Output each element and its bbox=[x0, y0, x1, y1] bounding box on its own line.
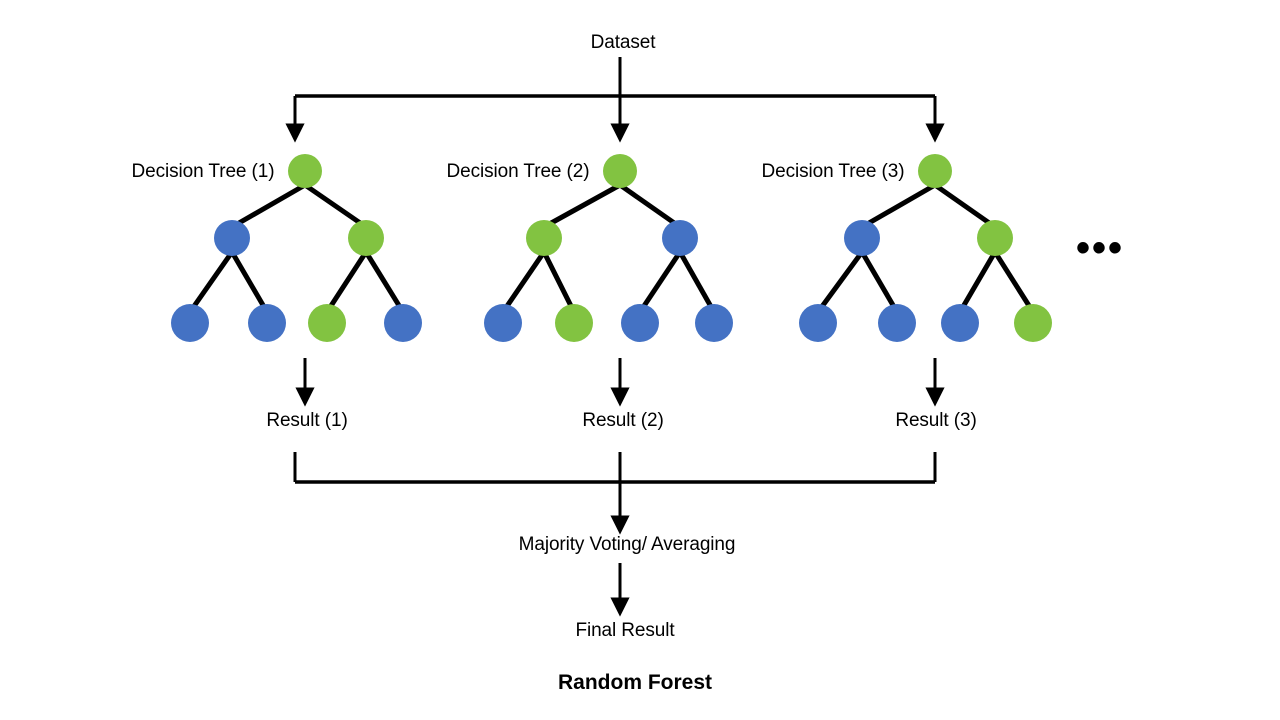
decision-tree-2-graph bbox=[484, 154, 733, 342]
result-1-label: Result (1) bbox=[266, 410, 348, 431]
tree-node-leaf bbox=[799, 304, 837, 342]
majority-voting-label: Majority Voting/ Averaging bbox=[518, 534, 736, 555]
tree-2-edges bbox=[500, 182, 717, 314]
tree-node-leaf bbox=[878, 304, 916, 342]
tree-node-leaf bbox=[248, 304, 286, 342]
dataset-split-connector bbox=[285, 57, 945, 143]
tree-node-internal bbox=[214, 220, 250, 256]
diagram-title: Random Forest bbox=[557, 671, 713, 694]
tree-node-internal bbox=[977, 220, 1013, 256]
decision-tree-1-label: Decision Tree (1) bbox=[131, 161, 275, 182]
results-merge-connector bbox=[293, 452, 937, 535]
tree-node-root bbox=[288, 154, 322, 188]
tree-node-leaf bbox=[695, 304, 733, 342]
tree-node-leaf bbox=[555, 304, 593, 342]
tree-node-leaf bbox=[1014, 304, 1052, 342]
decision-tree-3-graph bbox=[799, 154, 1052, 342]
more-trees-ellipsis-icon: ••• bbox=[1075, 226, 1125, 270]
decision-tree-1-graph bbox=[171, 154, 422, 342]
tree-node-root bbox=[918, 154, 952, 188]
decision-tree-2-label: Decision Tree (2) bbox=[446, 161, 590, 182]
final-result-label: Final Result bbox=[575, 620, 675, 641]
tree-node-internal bbox=[662, 220, 698, 256]
tree-node-leaf bbox=[308, 304, 346, 342]
tree-node-leaf bbox=[171, 304, 209, 342]
tree-node-internal bbox=[844, 220, 880, 256]
tree-node-leaf bbox=[384, 304, 422, 342]
decision-tree-3-label: Decision Tree (3) bbox=[761, 161, 905, 182]
result-3-label: Result (3) bbox=[895, 410, 977, 431]
tree-1-edges bbox=[187, 182, 406, 314]
result-2-label: Result (2) bbox=[582, 410, 664, 431]
tree-node-root bbox=[603, 154, 637, 188]
tree-3-edges bbox=[815, 182, 1036, 314]
dataset-label: Dataset bbox=[590, 32, 656, 53]
tree-node-leaf bbox=[941, 304, 979, 342]
tree-node-leaf bbox=[621, 304, 659, 342]
tree-to-result-arrows bbox=[295, 358, 945, 407]
tree-node-leaf bbox=[484, 304, 522, 342]
tree-node-internal bbox=[526, 220, 562, 256]
tree-node-internal bbox=[348, 220, 384, 256]
